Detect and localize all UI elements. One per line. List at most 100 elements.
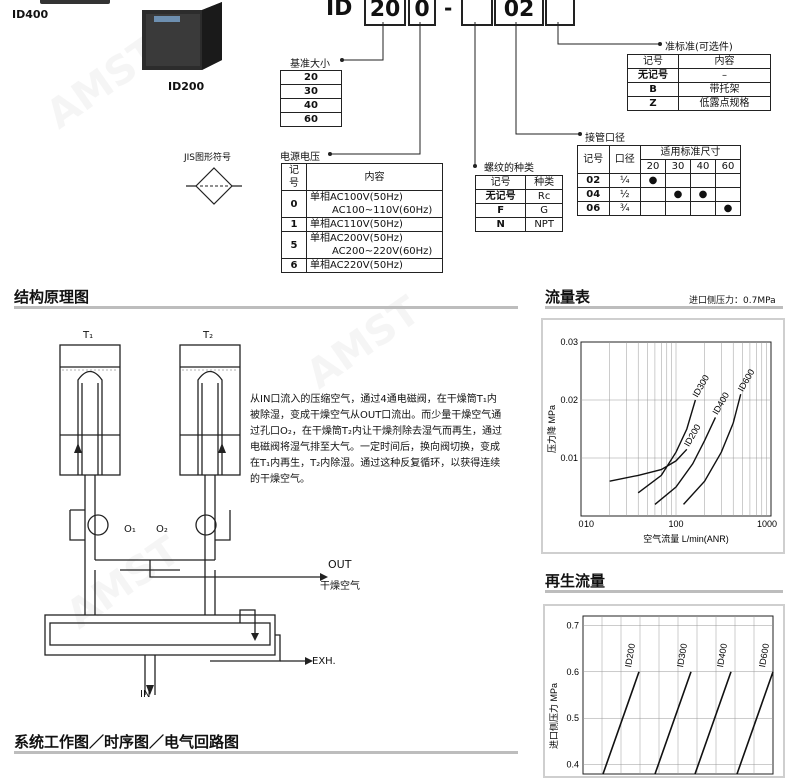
port-header: 记号 xyxy=(577,145,610,174)
port-code: 06 xyxy=(577,201,610,216)
thread-table: 记号 种类 无记号 Rc F G N NPT xyxy=(474,175,563,232)
port-fit-cell: ● xyxy=(640,173,666,188)
flow-section-note: 进口侧压力：0.7MPa xyxy=(689,296,776,306)
voltage-content: 单相AC100V(50Hz)AC100~110V(60Hz) xyxy=(306,190,443,218)
port-diameter: ½ xyxy=(608,187,641,202)
option-table: 记号 内容 无记号 – B 带托架 Z 低露点规格 xyxy=(627,54,771,111)
series-label: ID400 xyxy=(715,643,729,668)
thread-header: 记号 xyxy=(474,175,527,190)
orifice-o2-label: O₂ xyxy=(156,524,168,535)
y-tick-label: 0.03 xyxy=(560,337,578,347)
out-port-label: OUT xyxy=(328,558,352,571)
thread-header: 种类 xyxy=(525,175,563,190)
port-size: 40 xyxy=(690,159,716,174)
voltage-content: 单相AC220V(50Hz) xyxy=(306,258,443,273)
size-table-title: 基准大小 xyxy=(290,59,330,70)
code-thread-box xyxy=(461,0,493,26)
voltage-content: 单相AC110V(50Hz) xyxy=(306,217,443,232)
series-line-id400 xyxy=(694,671,732,775)
code-option-box xyxy=(545,0,575,26)
product-image-id200 xyxy=(140,0,225,72)
thread-code: 无记号 xyxy=(474,189,527,204)
port-header: 适用标准尺寸 xyxy=(640,145,741,160)
tank-t1-label: T₁ xyxy=(83,330,94,341)
tank-t2-label: T₂ xyxy=(203,330,214,341)
y-tick-label: 0.7 xyxy=(566,620,579,630)
port-table-title: 接管口径 xyxy=(585,133,625,144)
size-table: 20 30 40 60 xyxy=(280,70,342,127)
code-leader-lines xyxy=(328,22,662,168)
x-tick-label: 100 xyxy=(668,519,683,529)
x-tick-label: 10 xyxy=(584,519,594,529)
port-diameter: ¾ xyxy=(608,201,641,216)
port-diameter: ¼ xyxy=(608,173,641,188)
y-tick-label: 0.5 xyxy=(566,713,579,723)
jis-dryer-symbol xyxy=(186,167,242,205)
series-line-id600 xyxy=(683,394,742,505)
port-code: 04 xyxy=(577,187,610,202)
port-fit-cell: ● xyxy=(665,187,691,202)
regen-section-rule xyxy=(545,590,783,593)
port-fit-cell: ● xyxy=(715,201,741,216)
series-line-id200 xyxy=(609,448,688,482)
code-dash: - xyxy=(444,0,453,20)
port-fit-cell xyxy=(665,201,691,216)
fit-dot: ● xyxy=(698,189,708,200)
port-fit-cell xyxy=(690,201,716,216)
product-image-id400 xyxy=(0,0,110,8)
series-line-id300 xyxy=(637,399,697,494)
x-tick-label: 0 xyxy=(578,519,583,529)
x-axis-label: 空气流量 L/min(ANR) xyxy=(643,533,729,544)
product-label-id400: ID400 xyxy=(12,8,49,21)
y-tick-label: 0.02 xyxy=(560,395,578,405)
option-header: 内容 xyxy=(678,54,771,69)
option-content: 带托架 xyxy=(678,82,771,97)
x-tick-label: 1000 xyxy=(757,519,777,529)
y-axis-label: 进口侧压力 MPa xyxy=(548,683,559,749)
port-code: 02 xyxy=(577,173,610,188)
size-cell: 40 xyxy=(280,98,342,113)
series-line-id300 xyxy=(654,671,692,775)
structure-schematic xyxy=(44,344,328,695)
voltage-table-title: 电源电压 xyxy=(280,152,320,163)
series-label: ID600 xyxy=(757,643,771,668)
port-fit-cell xyxy=(715,173,741,188)
option-code: Z xyxy=(627,96,679,111)
size-cell: 60 xyxy=(280,112,342,127)
flow-section-rule xyxy=(545,306,783,309)
port-size: 30 xyxy=(665,159,691,174)
fit-dot: ● xyxy=(648,175,658,186)
thread-type: G xyxy=(525,203,563,218)
code-port-box: 02 xyxy=(494,0,544,26)
thread-code: N xyxy=(474,217,527,232)
port-fit-cell xyxy=(640,201,666,216)
exh-port-label: EXH. xyxy=(312,656,336,667)
option-code: B xyxy=(627,82,679,97)
size-cell: 30 xyxy=(280,84,342,99)
port-header: 口径 xyxy=(608,145,641,174)
thread-type: NPT xyxy=(525,217,563,232)
structure-description: 从IN口流入的压缩空气，通过4通电磁阀，在干燥筒T₁内被除湿，变成干燥空气从OU… xyxy=(250,394,502,485)
thread-table-title: 螺纹的种类 xyxy=(484,163,534,174)
option-table-title: 准标准(可选件) xyxy=(665,42,733,53)
port-fit-cell xyxy=(665,173,691,188)
voltage-content: 单相AC200V(50Hz)AC200~220V(60Hz) xyxy=(306,231,443,259)
voltage-code: 5 xyxy=(281,231,307,259)
y-tick-label: 0.01 xyxy=(560,453,578,463)
size-cell: 20 xyxy=(280,70,342,85)
dry-air-label: 干燥空气 xyxy=(320,581,360,592)
series-line-id400 xyxy=(654,417,717,505)
voltage-code: 1 xyxy=(281,217,307,232)
port-fit-cell xyxy=(690,173,716,188)
code-size-box: 20 xyxy=(364,0,406,26)
voltage-header: 内容 xyxy=(306,163,443,191)
port-fit-cell: ● xyxy=(690,187,716,202)
fit-dot: ● xyxy=(673,189,683,200)
voltage-table: 记号 内容 0 单相AC100V(50Hz)AC100~110V(60Hz) 1… xyxy=(281,163,443,273)
option-content: – xyxy=(678,68,771,83)
